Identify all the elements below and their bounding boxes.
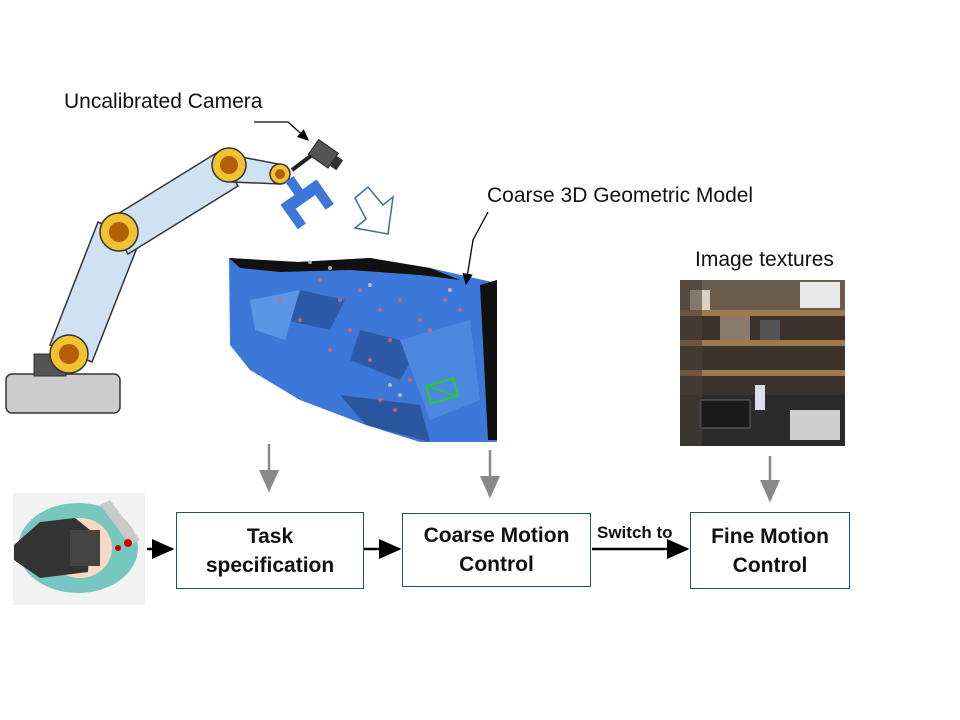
gripper — [280, 176, 334, 230]
point-cloud-gray — [308, 260, 452, 397]
image-textures-photo — [680, 280, 845, 446]
coarse-box-line-1: Coarse Motion — [423, 524, 570, 547]
textures-label: Image textures — [695, 248, 834, 271]
camera-icon — [307, 138, 344, 171]
camera-to-model-arrow — [353, 185, 394, 235]
model-label: Coarse 3D Geometric Model — [487, 184, 754, 207]
camera-label: Uncalibrated Camera — [64, 90, 263, 113]
point-cloud — [278, 278, 462, 412]
model-pointer-arrow — [462, 211, 489, 286]
robot-base — [5, 373, 121, 414]
coarse-box-line-2: Control — [459, 553, 534, 576]
fine-box-line-1: Fine Motion — [711, 524, 829, 548]
task-box-line-1: Task — [246, 524, 294, 548]
fine-motion-control-box: Fine Motion Control — [690, 512, 850, 589]
robot-arm-illustration — [5, 121, 344, 414]
target-marker — [424, 377, 460, 405]
task-box-line-2: specification — [205, 553, 335, 577]
coarse-3d-model-image — [229, 258, 497, 442]
task-specification-box: Task specification — [176, 512, 364, 589]
operator-image — [13, 493, 145, 605]
switch-to-label: Switch to — [597, 523, 673, 542]
camera-pointer-arrow — [254, 121, 309, 141]
coarse-motion-control-box: Coarse Motion Control — [402, 513, 591, 587]
fine-box-line-2: Control — [732, 553, 808, 577]
